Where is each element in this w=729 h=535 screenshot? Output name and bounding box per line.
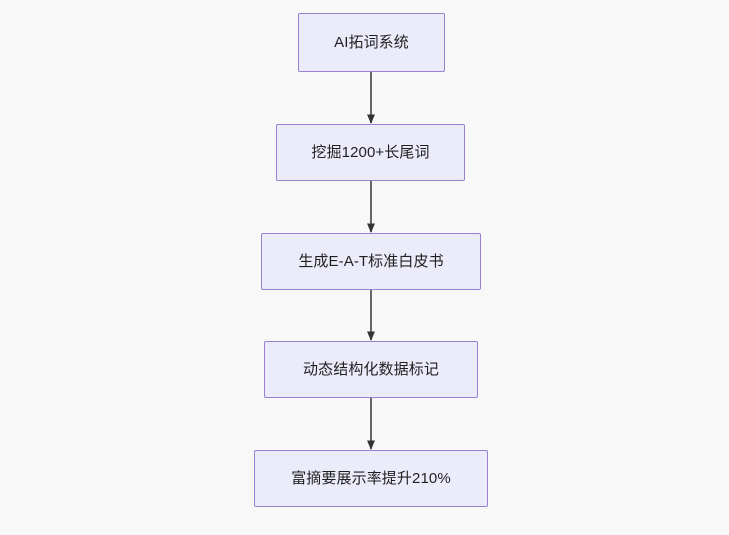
node-label: AI拓词系统 — [334, 33, 409, 51]
node-label: 生成E-A-T标准白皮书 — [298, 252, 444, 270]
flowchart-node-dynamic-structured-data-markup[interactable]: 动态结构化数据标记 — [264, 341, 478, 398]
node-label: 动态结构化数据标记 — [303, 360, 439, 378]
flowchart-node-rich-snippet-rate-increase[interactable]: 富摘要展示率提升210% — [254, 450, 488, 507]
flowchart-node-generate-eat-whitepaper[interactable]: 生成E-A-T标准白皮书 — [261, 233, 481, 290]
flowchart-node-ai-keyword-system[interactable]: AI拓词系统 — [298, 13, 445, 72]
node-label: 挖掘1200+长尾词 — [311, 143, 430, 161]
flowchart-node-mine-longtail-keywords[interactable]: 挖掘1200+长尾词 — [276, 124, 465, 181]
node-label: 富摘要展示率提升210% — [291, 469, 451, 487]
